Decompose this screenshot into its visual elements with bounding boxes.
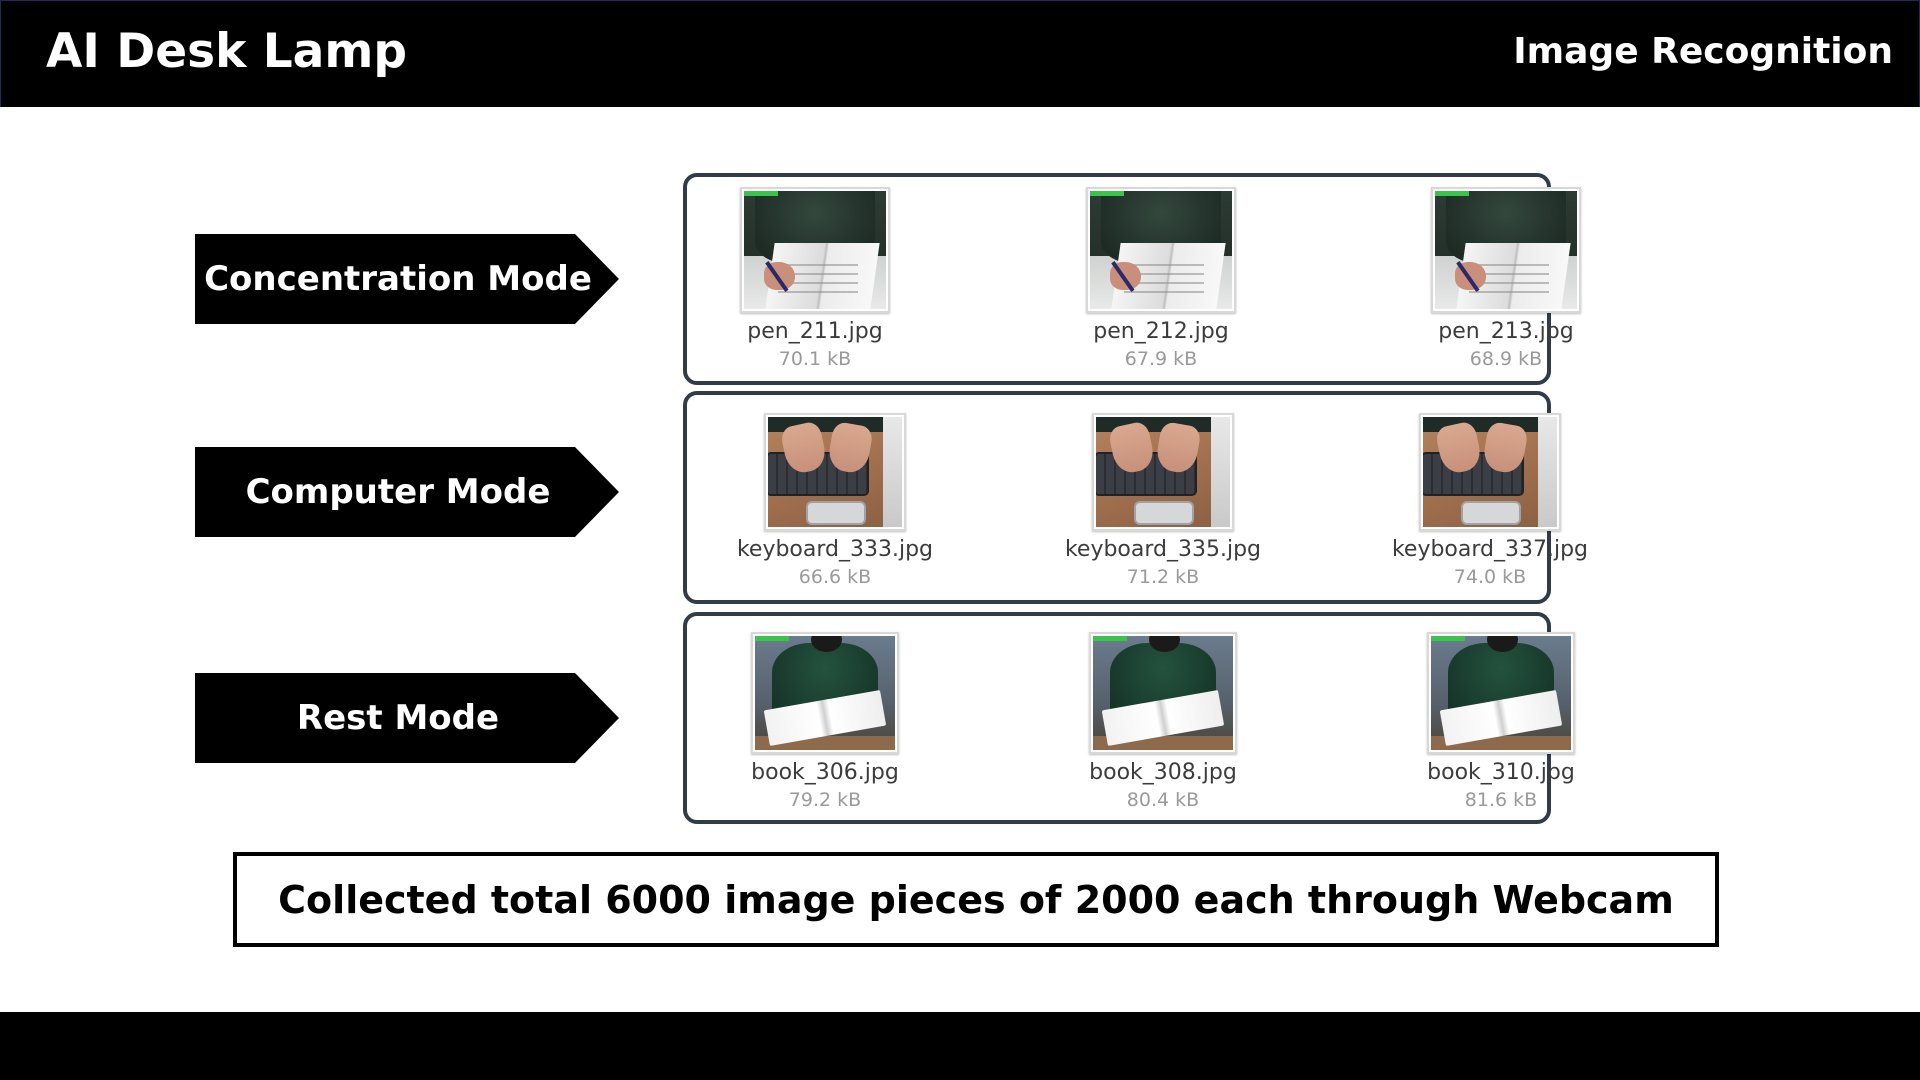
file-size: 66.6 kB <box>798 566 872 588</box>
slide-title: AI Desk Lamp <box>46 24 407 79</box>
file-item[interactable]: book_310.jpg 81.6 kB <box>1391 632 1611 812</box>
file-size: 68.9 kB <box>1469 348 1543 370</box>
mode-label-computer: Computer Mode <box>195 447 619 537</box>
photo-thumbnail-icon <box>1435 191 1577 309</box>
photo-thumbnail-icon <box>1090 191 1232 309</box>
mode-label-text: Rest Mode <box>296 698 500 738</box>
mode-label-text: Computer Mode <box>245 472 551 512</box>
photo-thumbnail-icon <box>1093 636 1233 750</box>
file-item[interactable]: book_308.jpg 80.4 kB <box>1053 632 1273 812</box>
mode-label-concentration: Concentration Mode <box>195 234 619 324</box>
file-size: 67.9 kB <box>1124 348 1198 370</box>
file-thumbnail[interactable] <box>1089 632 1237 754</box>
file-thumbnail[interactable] <box>1092 413 1234 531</box>
file-panel-rest: book_306.jpg 79.2 kB book_308.jpg 80.4 k… <box>683 612 1575 824</box>
file-name: keyboard_337.jpg <box>1391 537 1589 562</box>
file-thumbnail[interactable] <box>740 187 890 313</box>
file-item[interactable]: keyboard_337.jpg 74.0 kB <box>1380 413 1600 589</box>
file-item[interactable]: book_306.jpg 79.2 kB <box>715 632 935 812</box>
summary-text: Collected total 6000 image pieces of 200… <box>278 877 1674 922</box>
photo-thumbnail-icon <box>744 191 886 309</box>
file-item[interactable]: keyboard_335.jpg 71.2 kB <box>1053 413 1273 589</box>
file-size: 79.2 kB <box>788 789 862 811</box>
photo-thumbnail-icon <box>1431 636 1571 750</box>
file-name: keyboard_333.jpg <box>736 537 934 562</box>
footer-bar <box>0 1012 1920 1080</box>
file-name: book_310.jpg <box>1427 760 1575 785</box>
header-bar: AI Desk Lamp Image Recognition <box>0 0 1920 107</box>
file-panel-concentration: pen_211.jpg 70.1 kB pen_212.jpg 67.9 kB … <box>683 173 1581 385</box>
file-name: pen_212.jpg <box>1093 319 1229 344</box>
mode-label-rest: Rest Mode <box>195 673 619 763</box>
file-item[interactable]: pen_212.jpg 67.9 kB <box>1051 187 1271 371</box>
file-item[interactable]: pen_211.jpg 70.1 kB <box>705 187 925 371</box>
file-thumbnail[interactable] <box>1086 187 1236 313</box>
file-name: pen_213.jpg <box>1438 319 1574 344</box>
file-thumbnail[interactable] <box>1431 187 1581 313</box>
mode-label-text: Concentration Mode <box>204 259 592 299</box>
photo-thumbnail-icon <box>1096 417 1230 527</box>
file-thumbnail[interactable] <box>1419 413 1561 531</box>
file-size: 74.0 kB <box>1453 566 1527 588</box>
file-name: pen_211.jpg <box>747 319 883 344</box>
summary-box: Collected total 6000 image pieces of 200… <box>233 852 1719 947</box>
file-item[interactable]: keyboard_333.jpg 66.6 kB <box>725 413 945 589</box>
photo-thumbnail-icon <box>1423 417 1557 527</box>
file-name: keyboard_335.jpg <box>1064 537 1262 562</box>
photo-thumbnail-icon <box>768 417 902 527</box>
file-size: 71.2 kB <box>1126 566 1200 588</box>
file-size: 80.4 kB <box>1126 789 1200 811</box>
section-title: Image Recognition <box>1513 31 1893 72</box>
file-item[interactable]: pen_213.jpg 68.9 kB <box>1396 187 1616 371</box>
file-name: book_308.jpg <box>1089 760 1237 785</box>
file-name: book_306.jpg <box>751 760 899 785</box>
file-size: 81.6 kB <box>1464 789 1538 811</box>
file-panel-computer: keyboard_333.jpg 66.6 kB keyboard_335.jp… <box>683 391 1588 604</box>
file-thumbnail[interactable] <box>1427 632 1575 754</box>
file-size: 70.1 kB <box>778 348 852 370</box>
file-thumbnail[interactable] <box>764 413 906 531</box>
file-thumbnail[interactable] <box>751 632 899 754</box>
photo-thumbnail-icon <box>755 636 895 750</box>
